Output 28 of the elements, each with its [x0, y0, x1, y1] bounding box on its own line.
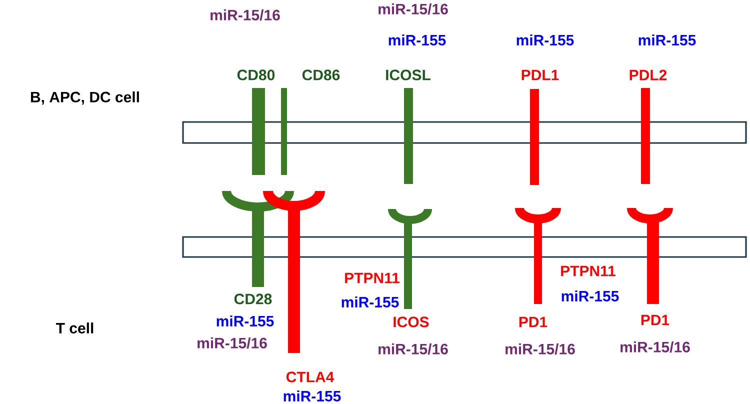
molecule-label: PD1	[641, 314, 670, 326]
mirna-label: miR-15/16	[506, 343, 575, 355]
mirna-label: miR-155	[638, 34, 696, 46]
mirna-label: miR-155	[516, 34, 574, 46]
molecule-label: ICOS	[394, 316, 429, 328]
mirna-label: miR-15/16	[210, 9, 280, 21]
mirna-label: miR-15/16	[620, 341, 690, 353]
molecule-label: CD80	[237, 70, 275, 80]
mirna-label: miR-155	[216, 315, 274, 326]
mirna-label: miR-155	[562, 290, 619, 302]
mirna-label: miR-155	[284, 390, 341, 402]
molecule-label: PTPN11	[345, 272, 400, 284]
molecule-label: CD28	[234, 294, 272, 304]
mirna-label: miR-15/16	[378, 343, 448, 355]
molecule-label: PD1	[519, 316, 548, 328]
molecule-label: ICOSL	[386, 70, 430, 80]
molecule-label: CTLA4	[286, 372, 334, 382]
membrane-band	[182, 121, 747, 144]
cell-label: T cell	[56, 322, 94, 334]
mirna-label: miR-155	[388, 34, 446, 46]
mirna-label: miR-15/16	[198, 337, 267, 349]
molecule-label: CD86	[302, 70, 340, 80]
molecule-label: PDL1	[522, 70, 559, 80]
mirna-label: miR-15/16	[378, 3, 448, 15]
cell-label: B, APC, DC cell	[31, 91, 139, 105]
mirna-label: miR-155	[342, 296, 399, 308]
molecule-label: PDL2	[630, 70, 667, 80]
membrane-band	[182, 236, 747, 258]
